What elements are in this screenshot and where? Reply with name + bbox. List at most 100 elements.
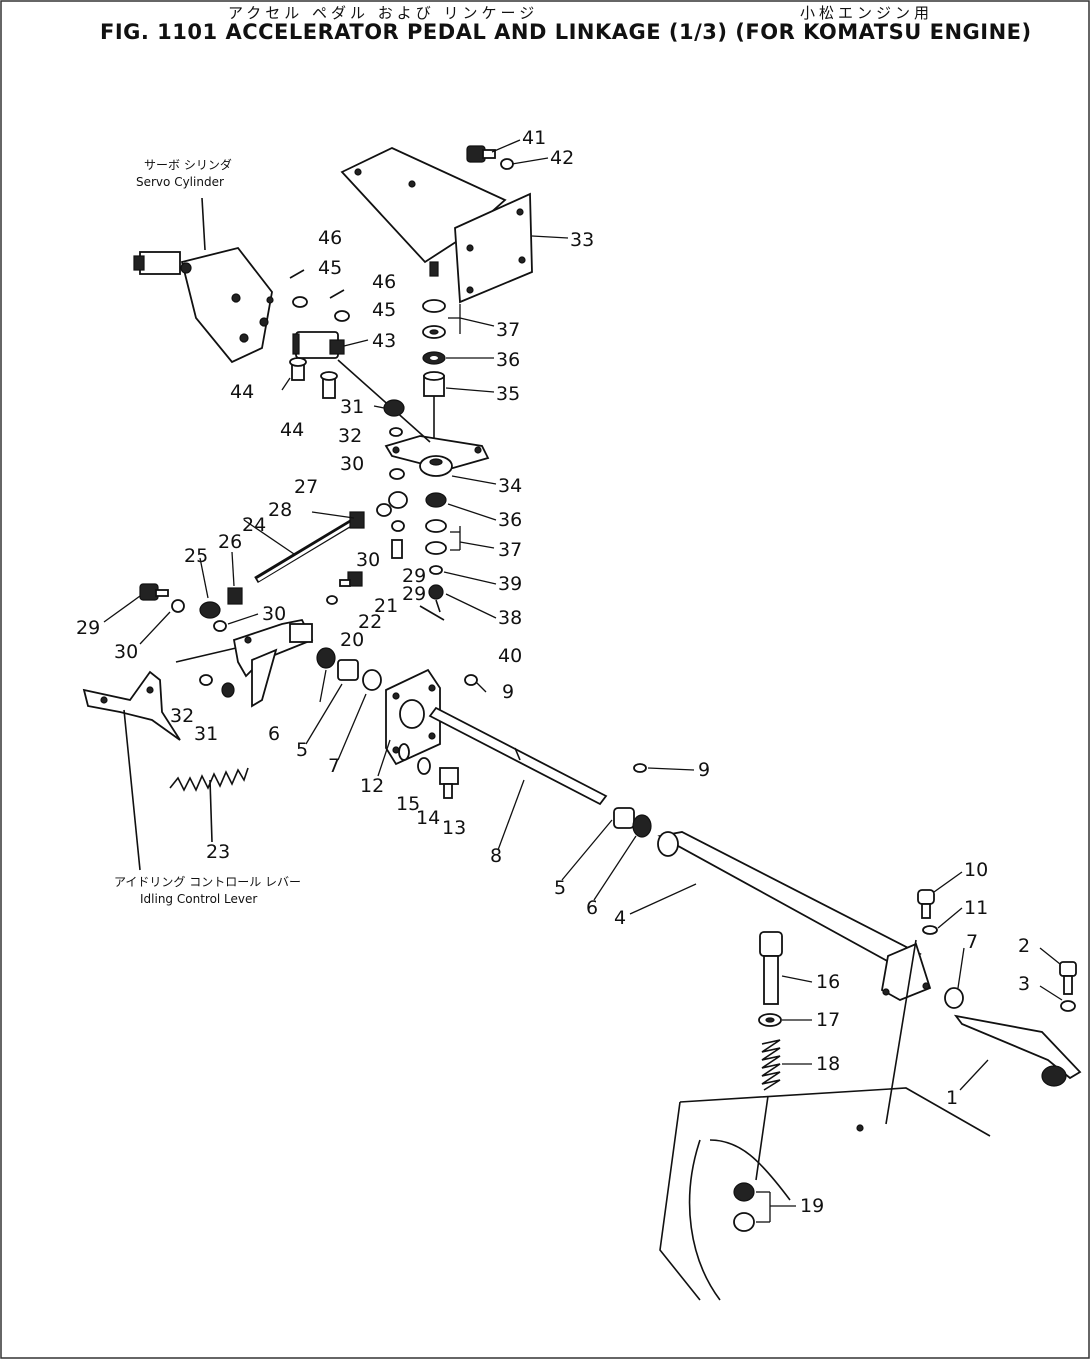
floor-plate (659, 1087, 991, 1301)
part-label: 21 (374, 595, 398, 617)
part-label: 10 (964, 859, 988, 881)
bracket-12 (385, 668, 441, 766)
part-label: 41 (522, 127, 546, 149)
part-label: 32 (170, 705, 194, 727)
part-label: 29 (76, 617, 100, 639)
part-label: 15 (396, 793, 420, 815)
part-label: 44 (230, 381, 254, 403)
part-label: 34 (498, 475, 522, 497)
title-japanese-left: アクセル ペダル および リンケージ (228, 4, 539, 22)
part-label: 8 (490, 845, 502, 867)
part-label: 45 (372, 299, 396, 321)
bolt-29-left (139, 583, 169, 601)
bolt-2 (1059, 961, 1077, 995)
clevis-43 (292, 331, 345, 359)
part-label: 42 (550, 147, 574, 169)
part-label: 11 (964, 897, 988, 919)
idling-control-lever (82, 670, 181, 741)
part-label: 25 (184, 545, 208, 567)
part-label: 37 (498, 539, 522, 561)
rod-24 (254, 516, 358, 584)
spring-18 (761, 1039, 781, 1091)
part-label: 38 (498, 607, 522, 629)
part-label: 46 (318, 227, 342, 249)
servo-cylinder-caption: Servo Cylinder (136, 175, 224, 189)
part-label: 28 (268, 499, 292, 521)
pin-44-a (289, 357, 307, 381)
bolt-10 (917, 889, 935, 919)
servo-cylinder (133, 246, 274, 364)
part-label: 36 (496, 349, 520, 371)
part-number-labels: 41 42 33 46 45 46 45 37 43 36 44 35 31 4… (76, 127, 1030, 1217)
part-label: 24 (242, 514, 266, 536)
part-label: 46 (372, 271, 396, 293)
part-label: 7 (328, 755, 340, 777)
figure-title: FIG. 1101 ACCELERATOR PEDAL AND LINKAGE … (100, 20, 1032, 44)
part-label: 45 (318, 257, 342, 279)
bolt-41 (466, 145, 496, 163)
part-label: 33 (570, 229, 594, 251)
part-label: 29 (402, 583, 426, 605)
part-label: 31 (340, 396, 364, 418)
washer-42 (500, 158, 514, 170)
part-label: 29 (402, 565, 426, 587)
part-label: 44 (280, 419, 304, 441)
bellcrank-20 (232, 618, 314, 708)
idling-control-lever-caption-jp: アイドリング コントロール レバー (114, 875, 301, 889)
part-label: 6 (268, 723, 280, 745)
tube-4 (657, 831, 932, 1001)
part-label: 22 (358, 611, 382, 633)
servo-cylinder-caption-jp: サーボ シリンダ (144, 157, 232, 172)
part-label: 27 (294, 476, 318, 498)
nut-26 (227, 587, 243, 605)
part-label: 26 (218, 531, 242, 553)
part-label: 18 (816, 1053, 840, 1075)
leader-lines (103, 139, 1063, 1223)
bolt-13 (439, 767, 459, 799)
part-label: 17 (816, 1009, 840, 1031)
part-label: 9 (698, 759, 710, 781)
mounting-plate (340, 147, 533, 304)
bushing-5-lower (613, 807, 635, 829)
part-label: 7 (966, 931, 978, 953)
part-label: 13 (442, 817, 466, 839)
title-japanese-right: 小松エンジン用 (800, 4, 934, 22)
spring-23 (169, 767, 249, 792)
part-label: 20 (340, 629, 364, 651)
part-label: 2 (1018, 935, 1030, 957)
pin-44-b (320, 371, 338, 399)
part-label: 30 (340, 453, 364, 475)
part-label: 14 (416, 807, 440, 829)
part-label: 30 (356, 549, 380, 571)
part-label: 9 (502, 681, 514, 703)
bolt-16 (759, 931, 783, 1005)
part-label: 31 (194, 723, 218, 745)
shaft-8 (428, 706, 608, 806)
part-label: 3 (1018, 973, 1030, 995)
part-label: 39 (498, 573, 522, 595)
part-label: 36 (498, 509, 522, 531)
part-label: 23 (206, 841, 230, 863)
lever-34 (384, 435, 490, 477)
part-label: 6 (586, 897, 598, 919)
bushing-5-upper (337, 659, 359, 681)
part-label: 5 (554, 877, 566, 899)
part-label: 5 (296, 739, 308, 761)
pedal-1 (953, 1014, 1082, 1087)
part-label: 4 (614, 907, 626, 929)
part-label: 43 (372, 330, 396, 352)
idling-control-lever-caption: Idling Control Lever (140, 892, 257, 906)
part-label: 1 (946, 1087, 958, 1109)
part-label: 19 (800, 1195, 824, 1217)
part-label: 32 (338, 425, 362, 447)
part-label: 35 (496, 383, 520, 405)
part-label: 30 (114, 641, 138, 663)
part-label: 30 (262, 603, 286, 625)
bushing-35 (423, 371, 445, 397)
part-label: 40 (498, 645, 522, 667)
part-label: 37 (496, 319, 520, 341)
part-label: 16 (816, 971, 840, 993)
